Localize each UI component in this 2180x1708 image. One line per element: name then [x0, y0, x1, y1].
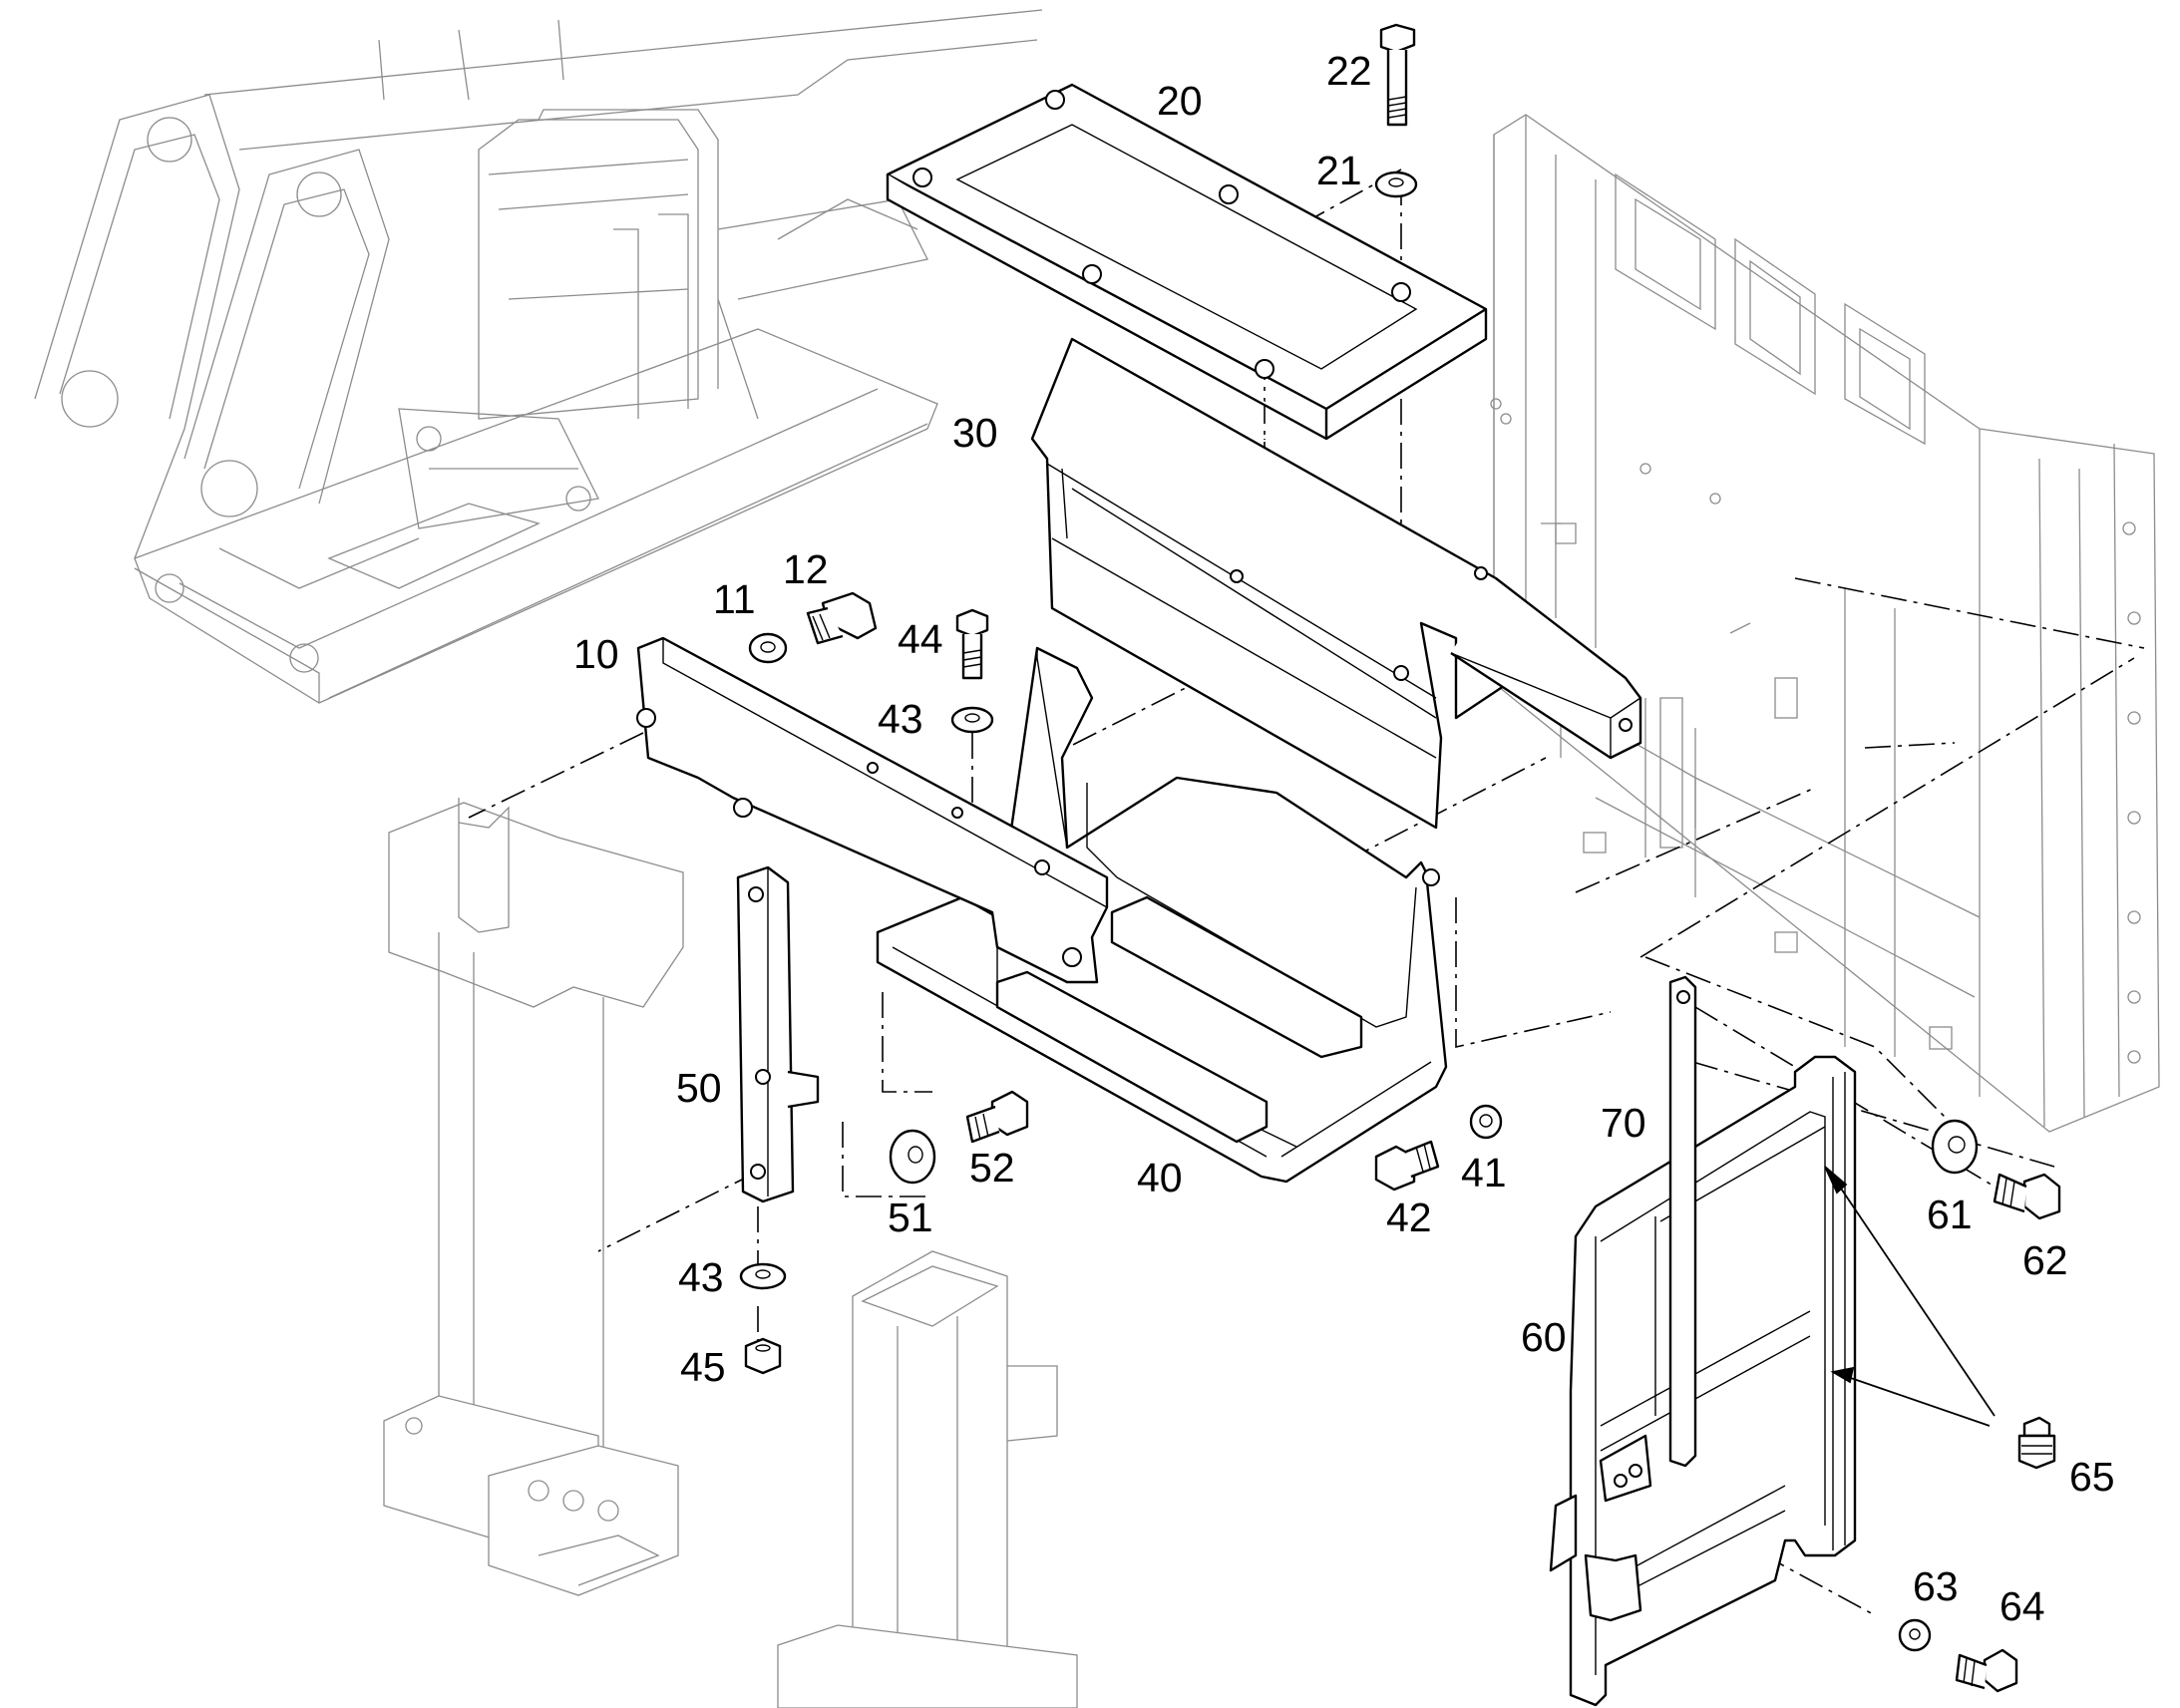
callout-30: 30: [952, 410, 998, 456]
callout-labels: 10 11 12 20 21 22 30 40 41 42 43 43 44 4…: [573, 48, 2115, 1629]
washer-51: [889, 1129, 936, 1185]
callout-42: 42: [1386, 1195, 1432, 1240]
callout-41: 41: [1461, 1150, 1507, 1196]
bolt-22: [1379, 23, 1416, 127]
washer-21: [1374, 171, 1418, 198]
bolt-62: [1993, 1173, 2061, 1220]
washer-11: [748, 632, 788, 664]
part-50-plate: [736, 865, 820, 1203]
callout-43-lower: 43: [678, 1254, 724, 1300]
callout-43-upper: 43: [878, 696, 923, 742]
hardware: [739, 23, 2061, 1693]
bolt-52: [965, 1090, 1029, 1144]
washer-43-lower: [739, 1262, 787, 1290]
part-20-top-plate: [886, 83, 1488, 441]
callout-70: 70: [1601, 1100, 1646, 1146]
part-30-bracket: [1030, 337, 1642, 830]
callout-44: 44: [898, 616, 943, 662]
fitting-65: [2017, 1416, 2056, 1470]
part-70-bar: [1668, 975, 1697, 1468]
callout-60: 60: [1521, 1314, 1567, 1360]
callout-61: 61: [1927, 1192, 1973, 1237]
bolt-44: [955, 608, 989, 680]
callout-52: 52: [969, 1145, 1015, 1191]
washer-41: [1469, 1104, 1503, 1140]
callout-45: 45: [680, 1344, 726, 1390]
washer-43-upper: [950, 706, 994, 734]
washer-63: [1898, 1618, 1932, 1652]
callout-63: 63: [1913, 1563, 1959, 1609]
nut-45: [744, 1337, 782, 1375]
callout-11: 11: [713, 576, 756, 622]
callout-21: 21: [1316, 148, 1362, 193]
callout-10: 10: [573, 631, 619, 677]
machine-side-panel-right: [1490, 114, 2160, 1133]
support-columns: [383, 798, 1078, 1708]
callout-51: 51: [888, 1195, 933, 1240]
washer-61: [1931, 1119, 1979, 1175]
bolt-42: [1374, 1140, 1440, 1192]
callout-50: 50: [676, 1065, 722, 1111]
part-40-tray: [876, 646, 1448, 1184]
callout-64: 64: [1999, 1583, 2045, 1629]
bolt-64: [1955, 1648, 2018, 1693]
callout-40: 40: [1137, 1155, 1183, 1200]
part-60-handrail: [1549, 1055, 1857, 1707]
bolt-12: [806, 591, 878, 645]
callout-arrows: [1824, 1166, 1996, 1427]
callout-12: 12: [783, 546, 829, 592]
machine-frame-upper-left: [34, 9, 1043, 704]
part-10-rail: [636, 636, 1109, 984]
callout-20: 20: [1157, 78, 1203, 124]
callout-22: 22: [1326, 48, 1372, 94]
callout-62: 62: [2022, 1237, 2068, 1283]
callout-65: 65: [2069, 1454, 2115, 1500]
